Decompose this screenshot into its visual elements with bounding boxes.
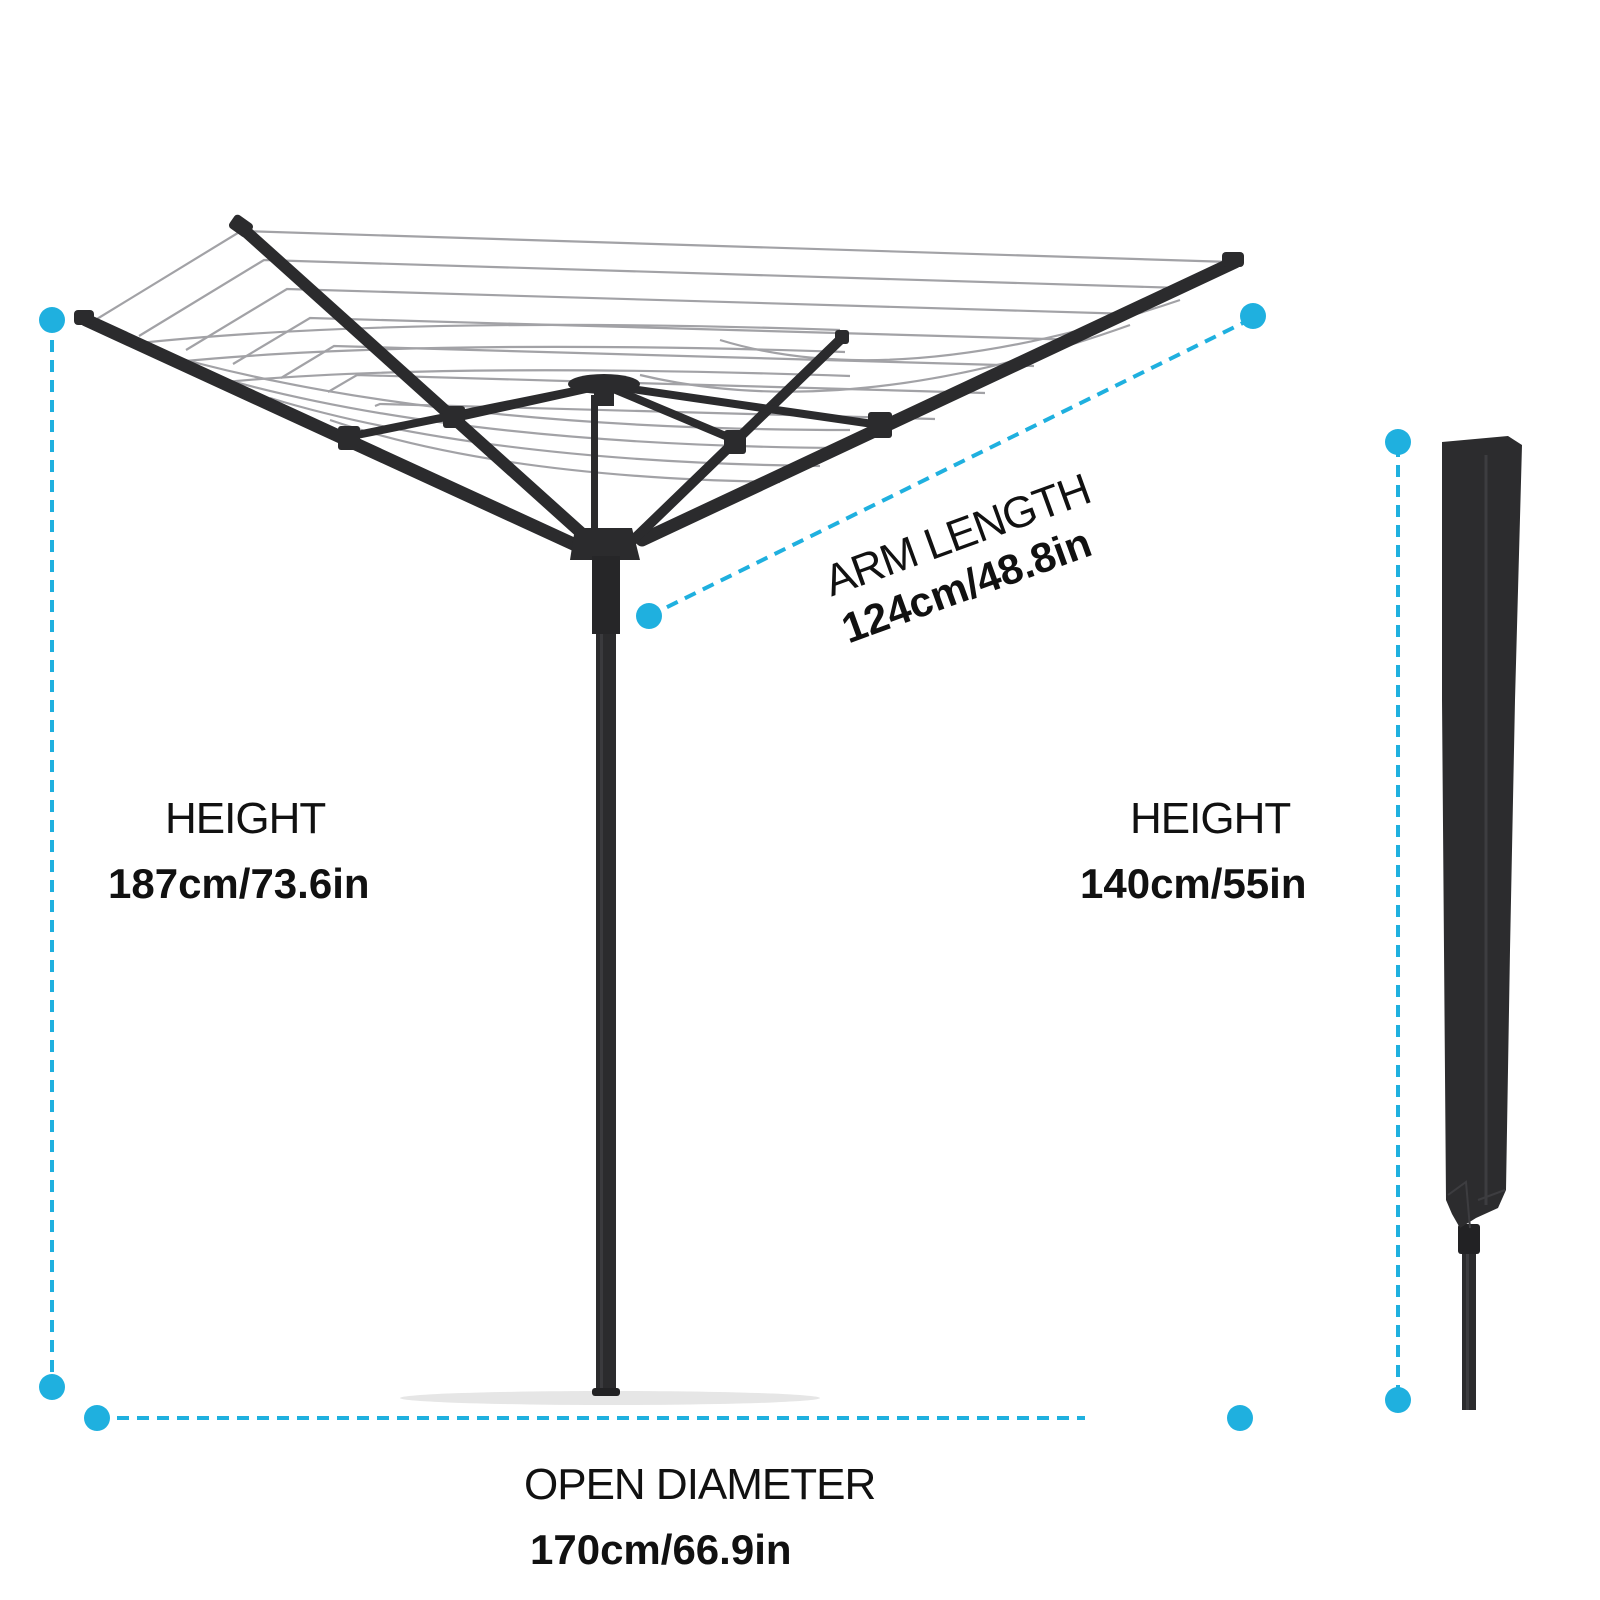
guide-endpoint-dot [39, 1374, 65, 1400]
height-closed-value: 140cm/55in [1080, 860, 1307, 907]
arm-tip-caps [74, 214, 1244, 344]
arm-length-guide [648, 316, 1254, 618]
arm-brackets [338, 406, 892, 454]
diameter-value: 170cm/66.9in [530, 1526, 792, 1573]
protective-cover [1442, 436, 1522, 1228]
dimension-guides [50, 316, 1400, 1420]
height-open-value: 187cm/73.6in [108, 860, 370, 907]
hub [568, 374, 640, 560]
guide-endpoint-dot [84, 1405, 110, 1431]
height-closed-title: HEIGHT [1130, 794, 1291, 843]
height-open-title: HEIGHT [165, 794, 326, 843]
guide-endpoint-dot [39, 307, 65, 333]
closed-airer-with-cover [1442, 436, 1522, 1410]
pole [591, 395, 620, 1396]
ground-shadow [400, 1391, 820, 1405]
dimension-endpoints [39, 303, 1411, 1431]
diameter-title: OPEN DIAMETER [524, 1460, 876, 1509]
guide-endpoint-dot [1240, 303, 1266, 329]
guide-endpoint-dot [636, 603, 662, 629]
guide-endpoint-dot [1385, 429, 1411, 455]
washing-lines [91, 229, 1232, 484]
guide-endpoint-dot [1227, 1405, 1253, 1431]
guide-endpoint-dot [1385, 1387, 1411, 1413]
cover-bottom-band [1458, 1224, 1480, 1254]
rotary-airer-illustration [74, 214, 1244, 1396]
